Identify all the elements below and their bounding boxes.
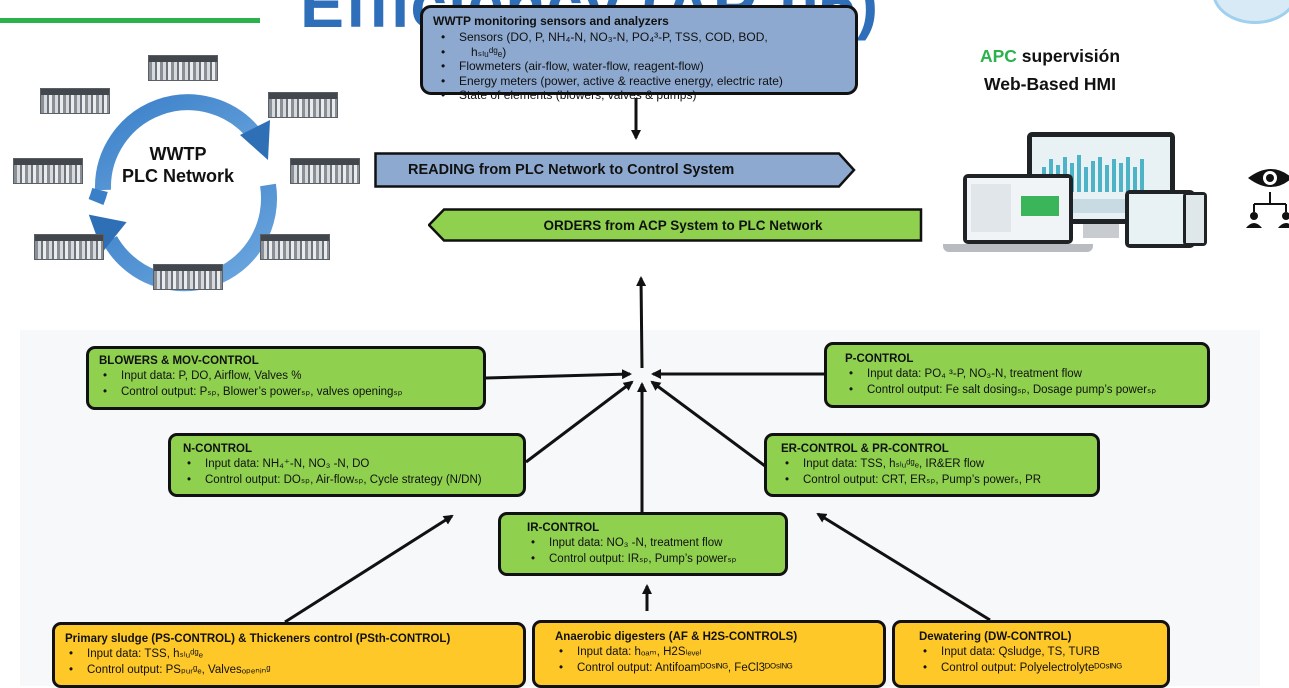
reading-label: READING from PLC Network to Control Syst… [408, 162, 735, 178]
sensors-box: WWTP monitoring sensors and analyzers Se… [420, 5, 858, 102]
hmi-supervision: supervisión [1021, 46, 1121, 66]
ir-control-title: IR-CONTROL [527, 522, 600, 534]
hmi-devices-image [943, 132, 1219, 258]
blowers-title: BLOWERS & MOV-CONTROL [99, 355, 259, 367]
phone-icon [1183, 192, 1207, 246]
n-control-box: N-CONTROL Input data: NH₄⁺-N, NO₃ -N, DO… [168, 433, 526, 497]
ir-control-input: Input data: NO₃ -N, treatment flow [531, 536, 775, 552]
p-control-input: Input data: PO₄ ³-P, NO₃-N, treatment fl… [849, 367, 1197, 383]
laptop-icon [963, 174, 1073, 244]
sensors-item: Sensors (DO, P, NH₄-N, NO₃-N, PO₄³-P, TS… [441, 30, 845, 45]
plc-device [268, 92, 338, 118]
p-control-box: P-CONTROL Input data: PO₄ ³-P, NO₃-N, tr… [824, 342, 1210, 408]
hmi-title: APC supervisión Web-Based HMI [970, 42, 1130, 98]
anaerobic-output: Control output: Antifoamᴰᴼˢᴵᴺᴳ, FeCl3ᴰᴼˢ… [559, 661, 873, 677]
plc-network-label: WWTP PLC Network [113, 143, 243, 187]
p-control-output: Control output: Fe salt dosingₛₚ, Dosage… [849, 383, 1197, 399]
plc-device [40, 88, 110, 114]
er-control-output: Control output: CRT, ERₛₚ, Pump’s powerₛ… [785, 473, 1087, 489]
dewatering-box: Dewatering (DW-CONTROL) Input data: Qslu… [892, 620, 1170, 688]
primary-sludge-box: Primary sludge (PS-CONTROL) & Thickeners… [52, 622, 526, 688]
title-underline [0, 18, 260, 23]
monitor-stand [1083, 224, 1119, 238]
blowers-control-box: BLOWERS & MOV-CONTROL Input data: P, DO,… [86, 346, 486, 410]
ir-control-box: IR-CONTROL Input data: NO₃ -N, treatment… [498, 512, 788, 576]
n-control-input: Input data: NH₄⁺-N, NO₃ -N, DO [187, 457, 513, 473]
plc-device [148, 55, 218, 81]
ir-control-output: Control output: IRₛₚ, Pump’s powerₛₚ [531, 552, 775, 568]
er-pr-control-box: ER-CONTROL & PR-CONTROL Input data: TSS,… [764, 433, 1100, 497]
hmi-web-based: Web-Based HMI [984, 74, 1116, 94]
sensors-box-title: WWTP monitoring sensors and analyzers [433, 14, 669, 28]
anaerobic-digesters-box: Anaerobic digesters (AF & H2S-CONTROLS) … [532, 620, 886, 688]
primary-sludge-output: Control output: PSₚᵤᵣᵍₑ, Valvesₒₚₑₙᵢₙᵍ [69, 663, 513, 679]
n-control-output: Control output: DOₛₚ, Air-flowₛₚ, Cycle … [187, 473, 513, 489]
plc-device [290, 158, 360, 184]
blowers-output: Control output: Pₛₚ, Blower’s powerₛₚ, v… [103, 385, 473, 401]
plc-label-line1: WWTP [149, 144, 207, 164]
anaerobic-input: Input data: hₒₐₘ, H2Sₗₑᵥₑₗ [559, 645, 873, 661]
er-control-input: Input data: TSS, hₛₗᵤᵈᵍₑ, IR&ER flow [785, 457, 1087, 473]
dewatering-title: Dewatering (DW-CONTROL) [919, 631, 1072, 643]
plc-device [260, 234, 330, 260]
sensors-item-cont: hₛₗᵤᵈᵍₑ) [441, 45, 845, 60]
blowers-input: Input data: P, DO, Airflow, Valves % [103, 369, 473, 385]
apc-label: APC [979, 46, 1017, 66]
n-control-title: N-CONTROL [183, 443, 252, 455]
plc-device [34, 234, 104, 260]
sensors-item: Flowmeters (air-flow, water-flow, reagen… [441, 59, 845, 74]
eye-users-icon [1246, 169, 1289, 228]
laptop-base [943, 244, 1093, 252]
reading-arrow [374, 152, 856, 188]
er-control-title: ER-CONTROL & PR-CONTROL [781, 443, 949, 455]
dewatering-output: Control output: Polyelectrolyteᴰᴼˢᴵᴺᴳ [923, 661, 1157, 677]
primary-sludge-input: Input data: TSS, hₛₗᵤᵈᵍₑ [69, 647, 513, 663]
orders-label: ORDERS from ACP System to PLC Network [543, 217, 823, 233]
sensors-item: Energy meters (power, active & reactive … [441, 74, 845, 89]
plc-device [13, 158, 83, 184]
plc-device [153, 264, 223, 290]
plc-label-line2: PLC Network [121, 166, 235, 186]
anaerobic-title: Anaerobic digesters (AF & H2S-CONTROLS) [555, 631, 798, 643]
primary-sludge-title: Primary sludge (PS-CONTROL) & Thickeners… [65, 633, 451, 645]
p-control-title: P-CONTROL [845, 353, 914, 365]
orders-arrow [428, 208, 923, 242]
dewatering-input: Input data: Qsludge, TS, TURB [923, 645, 1157, 661]
